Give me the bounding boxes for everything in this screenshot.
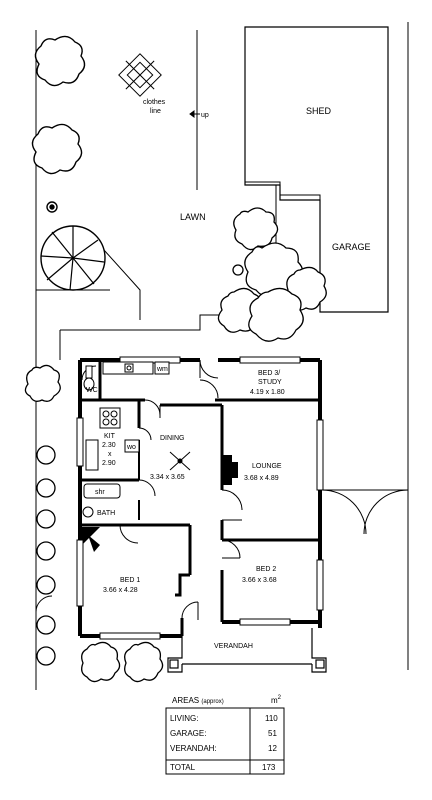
trees-left — [31, 35, 86, 213]
areas-row-1-label: GARAGE: — [170, 729, 206, 738]
clothes-line-label-1: clothes — [143, 99, 166, 106]
verandah — [167, 628, 327, 673]
shrubs-left — [24, 364, 61, 666]
clothes-line-label-2: line — [150, 108, 161, 115]
arrow-left-icon — [189, 110, 200, 118]
lawn-label: LAWN — [180, 212, 206, 222]
wc-label: WC — [86, 387, 98, 394]
fireplace — [222, 455, 238, 485]
areas-unit: m2 — [271, 695, 282, 705]
shr-label: shr — [95, 489, 105, 496]
tree-cluster — [217, 207, 327, 342]
bed2-size: 3.66 x 3.68 — [242, 577, 277, 584]
areas-unit-text: m — [271, 696, 278, 705]
up-label: up — [201, 112, 209, 119]
garage-label: GARAGE — [332, 242, 371, 252]
shed-label: SHED — [306, 106, 332, 116]
bed2-label: BED 2 — [256, 566, 276, 573]
areas-row-2-label: VERANDAH: — [170, 744, 217, 753]
areas-row-2-value: 12 — [268, 744, 277, 753]
driveway-gates — [321, 489, 409, 535]
left-gate — [35, 595, 53, 613]
lounge-label: LOUNGE — [252, 463, 282, 470]
kit-label: KIT — [104, 433, 116, 440]
wo-label: wo — [126, 444, 136, 451]
bath-fixtures — [82, 483, 121, 518]
lounge-size: 3.68 x 4.89 — [244, 475, 279, 482]
door-swings — [81, 359, 243, 620]
areas-row-0-value: 110 — [265, 714, 278, 723]
shed-outline — [244, 26, 389, 313]
clothes-line-icon — [118, 53, 162, 97]
kitchen-fixtures — [85, 361, 170, 471]
bed3-label-2: STUDY — [258, 379, 282, 386]
areas-title: AREAS (approx) — [172, 696, 224, 705]
bed1-size: 3.66 x 4.28 — [103, 587, 138, 594]
bed3-door — [199, 379, 219, 399]
windows — [76, 356, 324, 640]
wc-fixture — [83, 365, 95, 391]
areas-total-value: 173 — [262, 763, 276, 772]
bed3-label: BED 3/ — [258, 370, 280, 377]
areas-table: AREAS (approx) m2 LIVING: 110 GARAGE: 51… — [165, 695, 285, 775]
kit-size-2: 2.90 — [102, 460, 116, 467]
wm-label: wm — [156, 366, 168, 373]
areas-title-note: (approx) — [201, 699, 223, 705]
kit-size-x: x — [108, 451, 112, 458]
shrubs-front — [81, 641, 164, 683]
dining-label: DINING — [160, 435, 185, 442]
areas-row-0-label: LIVING: — [170, 714, 198, 723]
verandah-label: VERANDAH — [214, 643, 253, 650]
light-fixture-icon — [169, 451, 191, 471]
palm-tree-icon — [40, 225, 106, 291]
bed1-fireplace — [82, 527, 100, 552]
bed3-size: 4.19 x 1.80 — [250, 389, 285, 396]
areas-row-1-value: 51 — [268, 729, 277, 738]
bath-label: BATH — [97, 510, 115, 517]
areas-unit-sup: 2 — [278, 695, 282, 701]
areas-title-text: AREAS — [172, 696, 199, 705]
bed1-label: BED 1 — [120, 577, 140, 584]
areas-total-label: TOTAL — [170, 763, 196, 772]
dining-size: 3.34 x 3.65 — [150, 474, 185, 481]
kit-size-1: 2.30 — [102, 442, 116, 449]
